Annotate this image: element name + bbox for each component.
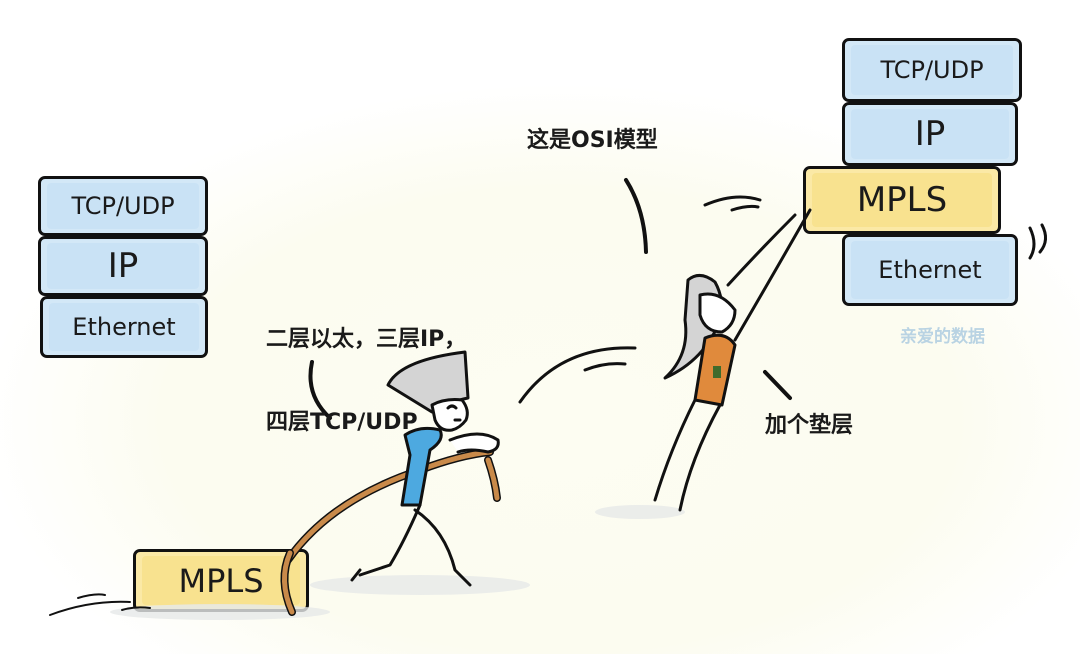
- osi-speech-mark: [624, 178, 648, 254]
- right-layer-tcp-udp: TCP/UDP: [842, 38, 1022, 102]
- left-layer-tcp-udp: TCP/UDP: [38, 176, 208, 236]
- left-layer-ip: IP: [38, 236, 208, 296]
- ground-shadow-boy: [310, 575, 530, 595]
- block-label: MPLS: [178, 561, 264, 600]
- girl-speech-mark: [763, 370, 792, 400]
- right-layer-ethernet: Ethernet: [842, 234, 1018, 306]
- ground-shadow-girl: [595, 505, 685, 519]
- boy-caption-line-1: 二层以太，三层IP，: [266, 327, 467, 352]
- osi-caption: 这是OSI模型: [527, 128, 658, 153]
- layer-label: TCP/UDP: [880, 56, 984, 84]
- left-layer-ethernet: Ethernet: [40, 296, 208, 358]
- layer-label: TCP/UDP: [71, 192, 175, 220]
- right-layer-mpls: MPLS: [803, 166, 1001, 234]
- ground-shadow-block: [110, 604, 330, 620]
- boy-caption-line-2: 四层TCP/UDP: [266, 409, 418, 435]
- layer-label: Ethernet: [72, 313, 176, 341]
- layer-label: Ethernet: [878, 256, 982, 284]
- girl-caption: 加个垫层: [765, 413, 854, 438]
- boy-caption: 二层以太，三层IP， 四层TCP/UDP: [266, 271, 466, 491]
- right-layer-ip: IP: [842, 102, 1018, 166]
- throw-motion-lines: [518, 195, 1047, 404]
- layer-label: IP: [914, 114, 946, 154]
- layer-label: MPLS: [856, 180, 948, 220]
- watermark: 亲爱的数据: [900, 327, 985, 347]
- boy-character: [350, 350, 500, 587]
- drag-motion-lines: [49, 593, 151, 616]
- girl-character: [653, 208, 812, 512]
- layer-label: IP: [107, 246, 139, 286]
- boy-scarf: [400, 426, 443, 507]
- boy-speech-mark: [308, 360, 332, 420]
